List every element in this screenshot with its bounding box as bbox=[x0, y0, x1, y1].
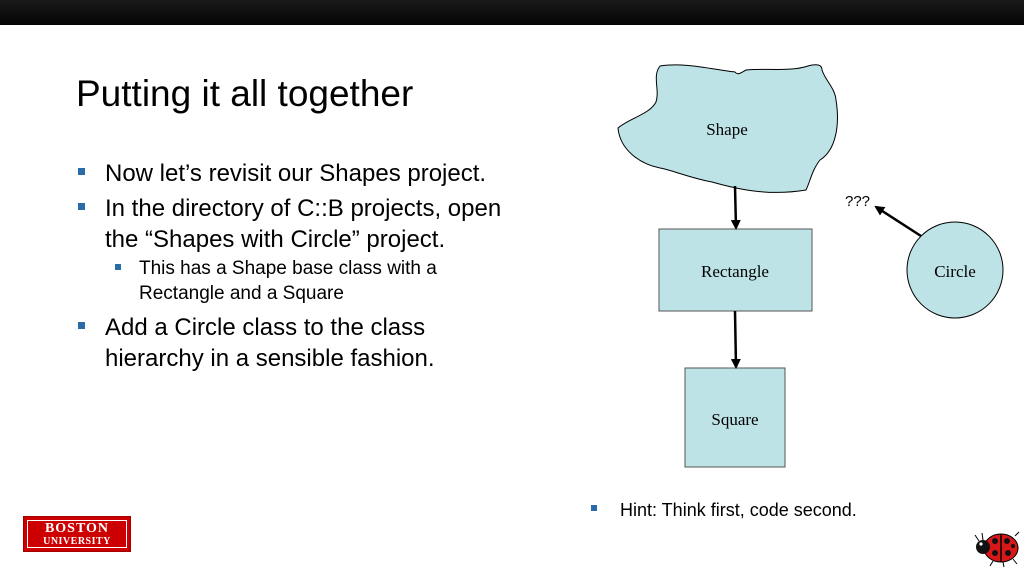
slide-title: Putting it all together bbox=[76, 73, 414, 114]
circle-label: Circle bbox=[934, 262, 976, 281]
shape-node bbox=[617, 64, 838, 193]
rectangle-label: Rectangle bbox=[701, 262, 769, 281]
ladybug-icon bbox=[974, 531, 1020, 568]
shape-label: Shape bbox=[706, 120, 748, 139]
bullet-text: Add a Circle class to the class hierarch… bbox=[105, 314, 435, 372]
bullet-list: Now let’s revisit our Shapes project. In… bbox=[76, 158, 516, 378]
sub-bullet-item: This has a Shape base class with a Recta… bbox=[76, 256, 516, 306]
bullet-item: Add a Circle class to the class hierarch… bbox=[76, 312, 516, 374]
logo-line-2: UNIVERSITY bbox=[43, 535, 111, 547]
bullet-marker bbox=[78, 203, 85, 210]
bullet-item: Now let’s revisit our Shapes project. bbox=[76, 158, 516, 189]
bullet-marker bbox=[78, 322, 85, 329]
top-bar bbox=[0, 0, 1024, 25]
bullet-item: In the directory of C::B projects, open … bbox=[76, 193, 516, 255]
arrow-circle-to-unknown bbox=[874, 205, 922, 238]
rectangle-node bbox=[658, 228, 813, 312]
sub-bullet-text: This has a Shape base class with a Recta… bbox=[139, 258, 437, 304]
square-label: Square bbox=[711, 410, 758, 429]
arrow-rectangle-to-square bbox=[730, 310, 741, 369]
logo-line-1: BOSTON bbox=[44, 520, 110, 536]
unknown-parent-label: ??? bbox=[845, 193, 870, 210]
circle-node bbox=[906, 221, 1004, 319]
hint-text: Hint: Think first, code second. bbox=[620, 500, 857, 520]
arrow-shape-to-rectangle bbox=[730, 185, 741, 230]
bullet-marker bbox=[78, 168, 85, 175]
hint: Hint: Think first, code second. bbox=[591, 498, 857, 522]
bullet-marker bbox=[591, 505, 597, 511]
boston-university-logo: BOSTON UNIVERSITY bbox=[23, 516, 131, 552]
bullet-text: Now let’s revisit our Shapes project. bbox=[105, 160, 487, 187]
bullet-marker bbox=[115, 264, 121, 270]
bullet-text: In the directory of C::B projects, open … bbox=[105, 195, 502, 253]
